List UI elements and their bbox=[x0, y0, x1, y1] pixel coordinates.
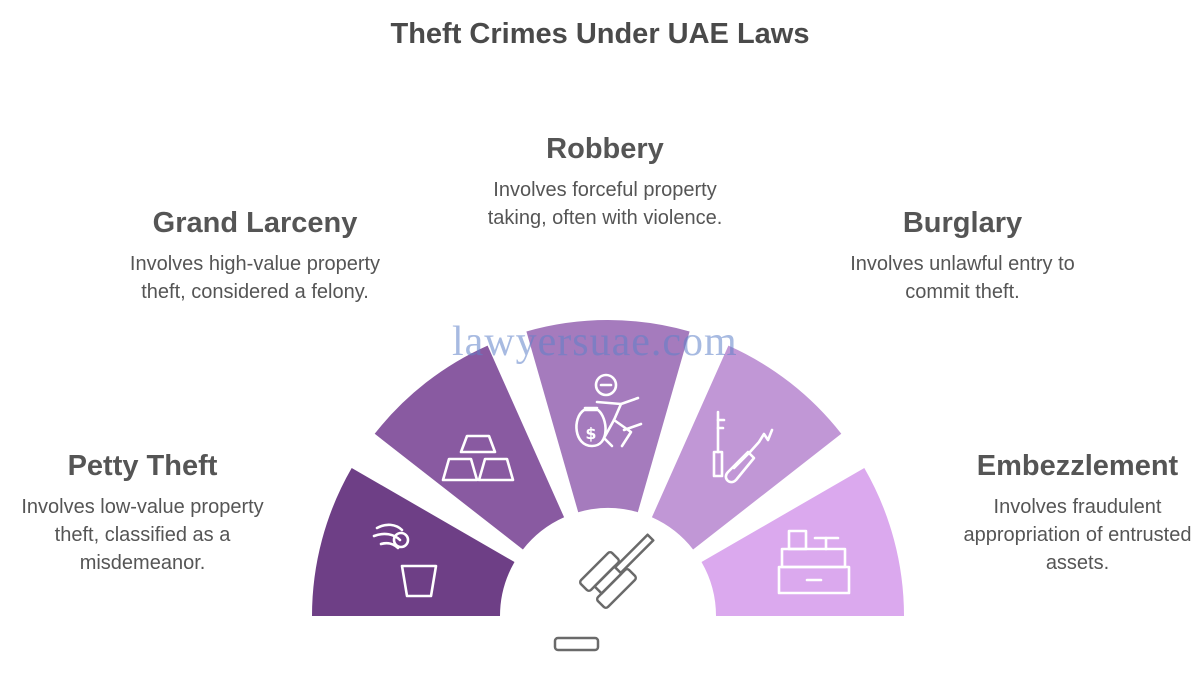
gavel-icon bbox=[553, 533, 655, 652]
watermark: lawyersuae.com bbox=[452, 319, 738, 365]
thief-with-money-bag-icon: $ bbox=[575, 373, 643, 448]
segment-description: Involves low-value property theft, class… bbox=[21, 496, 264, 574]
segment-grand-larceny bbox=[374, 345, 565, 550]
segment-burglary bbox=[651, 345, 842, 550]
hand-dropping-coin-icon bbox=[372, 523, 438, 598]
svg-text:$: $ bbox=[585, 424, 596, 443]
segment-title: Grand Larceny bbox=[152, 207, 358, 239]
cash-register-icon bbox=[777, 529, 851, 595]
gold-bars-icon bbox=[441, 434, 515, 482]
segment-description: Involves high-value property theft, cons… bbox=[129, 253, 381, 303]
segment-petty-theft bbox=[312, 468, 515, 616]
label-grand-larceny: Grand Larceny Involves high-value proper… bbox=[125, 207, 385, 306]
segment-title: Robbery bbox=[546, 133, 664, 165]
segment-description: Involves unlawful entry to commit theft. bbox=[850, 253, 1075, 303]
segment-embezzlement bbox=[701, 468, 904, 616]
diagram-title: Theft Crimes Under UAE Laws bbox=[390, 18, 810, 50]
label-robbery: Robbery Involves forceful property takin… bbox=[470, 133, 740, 232]
lock-pick-icon bbox=[712, 410, 774, 484]
segment-description: Involves forceful property taking, often… bbox=[487, 179, 723, 229]
segment-robbery bbox=[526, 320, 690, 513]
segment-title: Embezzlement bbox=[976, 450, 1179, 482]
label-embezzlement: Embezzlement Involves fraudulent appropr… bbox=[955, 450, 1200, 577]
segment-title: Burglary bbox=[902, 207, 1023, 239]
segment-title: Petty Theft bbox=[67, 450, 218, 482]
label-petty-theft: Petty Theft Involves low-value property … bbox=[0, 450, 285, 577]
label-burglary: Burglary Involves unlawful entry to comm… bbox=[830, 207, 1095, 306]
segment-description: Involves fraudulent appropriation of ent… bbox=[963, 496, 1192, 574]
